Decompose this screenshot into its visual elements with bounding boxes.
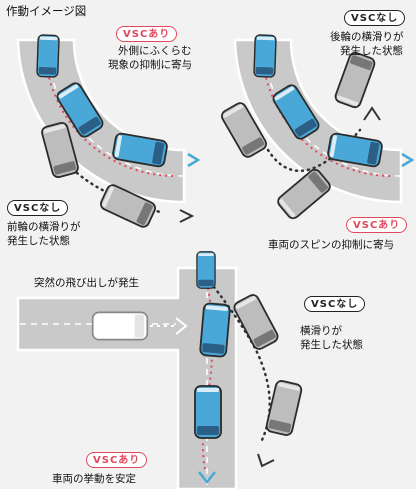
caption-vsc-off-line1: 前輪の横滑りが bbox=[7, 221, 81, 233]
badge-vsc-off: VSCなし bbox=[304, 296, 366, 312]
panel-curve-left bbox=[16, 34, 201, 230]
chevron-right-icon bbox=[187, 152, 201, 168]
chevron-down-icon bbox=[198, 471, 216, 485]
vehicle-blue-icon bbox=[198, 302, 232, 358]
chevron-right-icon bbox=[401, 152, 415, 168]
badge-vsc-on: VSCあり bbox=[346, 217, 408, 233]
caption-vsc-off-line1: 後輪の横滑りが bbox=[330, 31, 404, 43]
vehicle-blue-icon bbox=[36, 34, 60, 78]
caption-event: 突然の飛び出しが発生 bbox=[34, 277, 139, 289]
vehicle-blue-icon bbox=[194, 385, 222, 439]
badge-vsc-off: VSCなし bbox=[344, 10, 406, 26]
panel-curve-right bbox=[218, 34, 415, 222]
caption-vsc-on-line1: 車両のスピンの抑制に寄与 bbox=[268, 239, 394, 251]
vehicle-blue-icon bbox=[253, 34, 277, 78]
vehicle-blue-icon bbox=[196, 251, 216, 289]
vehicle-white-icon bbox=[91, 311, 149, 341]
chevron-right-icon bbox=[179, 209, 195, 223]
path-vsc-on-right bbox=[262, 59, 394, 178]
badge-vsc-on: VSCあり bbox=[86, 452, 148, 468]
caption-vsc-on-line2: 現象の抑制に寄与 bbox=[108, 59, 192, 71]
caption-vsc-off-line2: 発生した状態 bbox=[300, 339, 363, 351]
caption-vsc-off-line2: 発生した状態 bbox=[340, 45, 403, 57]
caption-vsc-off-line1: 横滑りが bbox=[300, 325, 342, 337]
vehicle-gray-icon bbox=[264, 378, 304, 438]
caption-vsc-on-line1: 外側にふくらむ bbox=[118, 45, 192, 57]
chevron-up-icon bbox=[363, 106, 381, 121]
caption-vsc-on-line1: 車両の挙動を安定 bbox=[52, 473, 136, 485]
badge-vsc-on: VSCあり bbox=[116, 26, 178, 42]
chevron-down-icon bbox=[257, 453, 275, 468]
path-vsc-on-left bbox=[45, 59, 177, 178]
caption-vsc-off-line2: 発生した状態 bbox=[7, 235, 70, 247]
diagram-title: 作動イメージ図 bbox=[6, 4, 87, 18]
panel-intersection bbox=[16, 251, 304, 489]
vehicle-gray-icon bbox=[332, 50, 378, 110]
badge-vsc-off: VSCなし bbox=[7, 200, 69, 216]
chevron-right-icon bbox=[175, 317, 188, 335]
